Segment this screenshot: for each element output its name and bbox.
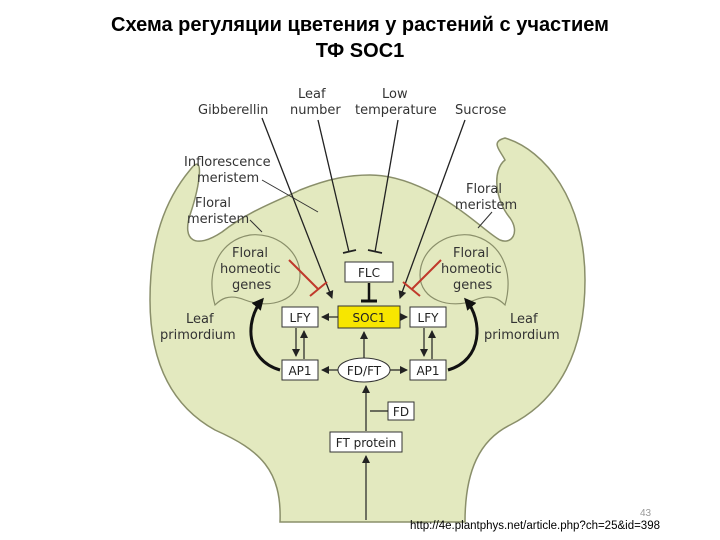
- ap1-left-box: [281, 359, 319, 381]
- label-floral-homeotic-left-3: genes: [232, 278, 271, 293]
- label-floral-meristem-right-2: meristem: [455, 198, 517, 213]
- lfy-left-box: [281, 306, 319, 328]
- pointer-floral-meristem-right: [477, 211, 493, 229]
- label-floral-meristem-left-2: meristem: [187, 212, 249, 227]
- pointer-inflorescence: [261, 179, 319, 213]
- source-link[interactable]: http://4e.plantphys.net/article.php?ch=2…: [410, 520, 660, 532]
- label-floral-homeotic-right-2: homeotic: [441, 262, 502, 277]
- ft-protein-label: FT protein: [336, 436, 397, 450]
- inhibit-bar-low-temp: [367, 249, 383, 254]
- flc-box: [344, 261, 394, 283]
- label-low-temp-1: Low: [382, 87, 408, 102]
- arrow-leaf-number: [317, 119, 350, 253]
- label-floral-homeotic-right-3: genes: [453, 278, 492, 293]
- left-floral-meristem-shape: [211, 234, 301, 307]
- label-floral-homeotic-left-2: homeotic: [220, 262, 281, 277]
- label-floral-meristem-right-1: Floral: [466, 182, 502, 197]
- ft-protein-box: [329, 431, 403, 453]
- curved-arrow-right: [447, 297, 479, 372]
- label-leaf-number-1: Leaf: [298, 87, 326, 102]
- fd-label: FD: [393, 405, 409, 419]
- fd-ft-label: FD/FT: [347, 364, 382, 378]
- label-floral-meristem-left-1: Floral: [195, 196, 231, 211]
- inhibit-bar-leaf-number: [342, 249, 357, 254]
- label-inflorescence-meristem-1: Inflorescence: [184, 155, 271, 170]
- label-leaf-number-2: number: [290, 103, 341, 118]
- shoot-apex-shape: [149, 137, 586, 523]
- slide-number: 43: [640, 508, 652, 519]
- red-inhibit-right-bar: [402, 281, 421, 297]
- label-leaf-primordium-left-2: primordium: [160, 328, 236, 343]
- ap1-right-label: AP1: [416, 364, 439, 378]
- arrow-low-temp: [374, 119, 399, 253]
- title-line-2: ТФ SOC1: [315, 40, 405, 62]
- arrow-sucrose: [398, 119, 466, 299]
- curved-arrow-left: [249, 297, 281, 372]
- label-floral-homeotic-left-1: Floral: [232, 246, 268, 261]
- lfy-right-box: [409, 306, 447, 328]
- label-sucrose: Sucrose: [455, 103, 506, 118]
- label-leaf-primordium-right-2: primordium: [484, 328, 560, 343]
- lfy-right-label: LFY: [418, 311, 440, 325]
- pointer-floral-meristem-left: [249, 219, 263, 233]
- label-floral-homeotic-right-1: Floral: [453, 246, 489, 261]
- lfy-left-label: LFY: [290, 311, 312, 325]
- right-floral-meristem-shape: [419, 234, 509, 307]
- soc1-label: SOC1: [352, 311, 385, 325]
- label-low-temp-2: temperature: [355, 103, 437, 118]
- arrow-gibberellin: [261, 117, 334, 299]
- slide-title: Схема регуляции цветения у растений с уч…: [0, 12, 720, 64]
- label-gibberellin: Gibberellin: [198, 103, 268, 118]
- ap1-left-label: AP1: [288, 364, 311, 378]
- ap1-right-box: [409, 359, 447, 381]
- label-inflorescence-meristem-2: meristem: [197, 171, 259, 186]
- title-line-1: Схема регуляции цветения у растений с уч…: [111, 14, 609, 36]
- red-inhibit-left-bar: [309, 281, 328, 297]
- label-leaf-primordium-right-1: Leaf: [510, 312, 538, 327]
- label-leaf-primordium-left-1: Leaf: [186, 312, 214, 327]
- red-inhibit-left: [288, 259, 319, 290]
- red-inhibit-right: [411, 259, 442, 290]
- flc-label: FLC: [358, 266, 380, 280]
